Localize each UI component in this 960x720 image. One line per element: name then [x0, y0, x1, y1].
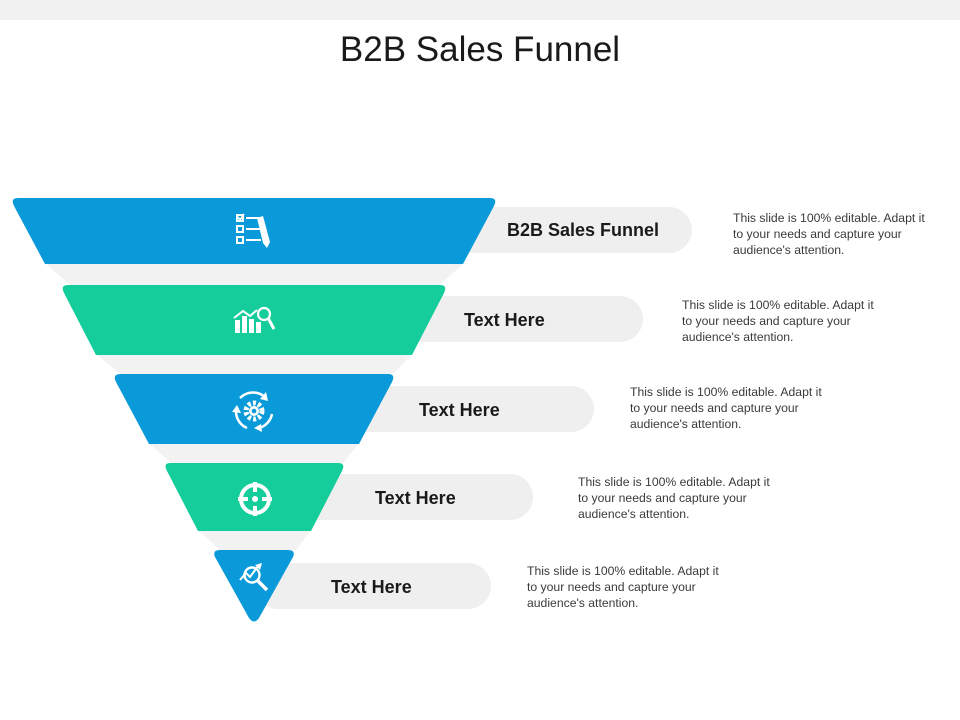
stage-pill-1	[440, 207, 692, 253]
stage-description-4: This slide is 100% editable. Adapt it to…	[578, 475, 770, 521]
stage-description-3: This slide is 100% editable. Adapt it to…	[630, 385, 822, 431]
stage-pill-5	[255, 563, 491, 609]
slide-title: B2B Sales Funnel	[339, 30, 621, 69]
stage-pill-4	[290, 474, 533, 520]
connector-2	[96, 354, 412, 375]
magnifier-growth-icon	[239, 563, 269, 592]
stage-label-3: Text Here	[419, 400, 500, 420]
stage-pill-3	[340, 386, 594, 432]
funnel-tier-1	[12, 198, 496, 264]
stage-pill-2	[390, 296, 643, 342]
chart-magnifier-icon	[233, 306, 276, 333]
stage-label-1: B2B Sales Funnel	[507, 220, 660, 240]
checklist-pencil-icon	[236, 213, 270, 248]
connector-4	[198, 530, 311, 550]
funnel-tier-2	[62, 285, 446, 355]
target-crosshair-icon	[238, 482, 272, 516]
connector-3	[149, 443, 359, 464]
gear-cycle-icon	[232, 391, 274, 432]
stage-description-1: This slide is 100% editable. Adapt it to…	[733, 211, 925, 257]
funnel-tier-5	[214, 550, 294, 622]
stage-description-5: This slide is 100% editable. Adapt it to…	[527, 564, 719, 610]
stage-description-2: This slide is 100% editable. Adapt it to…	[682, 298, 874, 344]
connector-1	[45, 263, 464, 285]
top-bar	[0, 0, 960, 20]
stage-label-4: Text Here	[375, 488, 456, 508]
stage-label-2: Text Here	[464, 310, 545, 330]
stage-label-5: Text Here	[331, 577, 412, 597]
